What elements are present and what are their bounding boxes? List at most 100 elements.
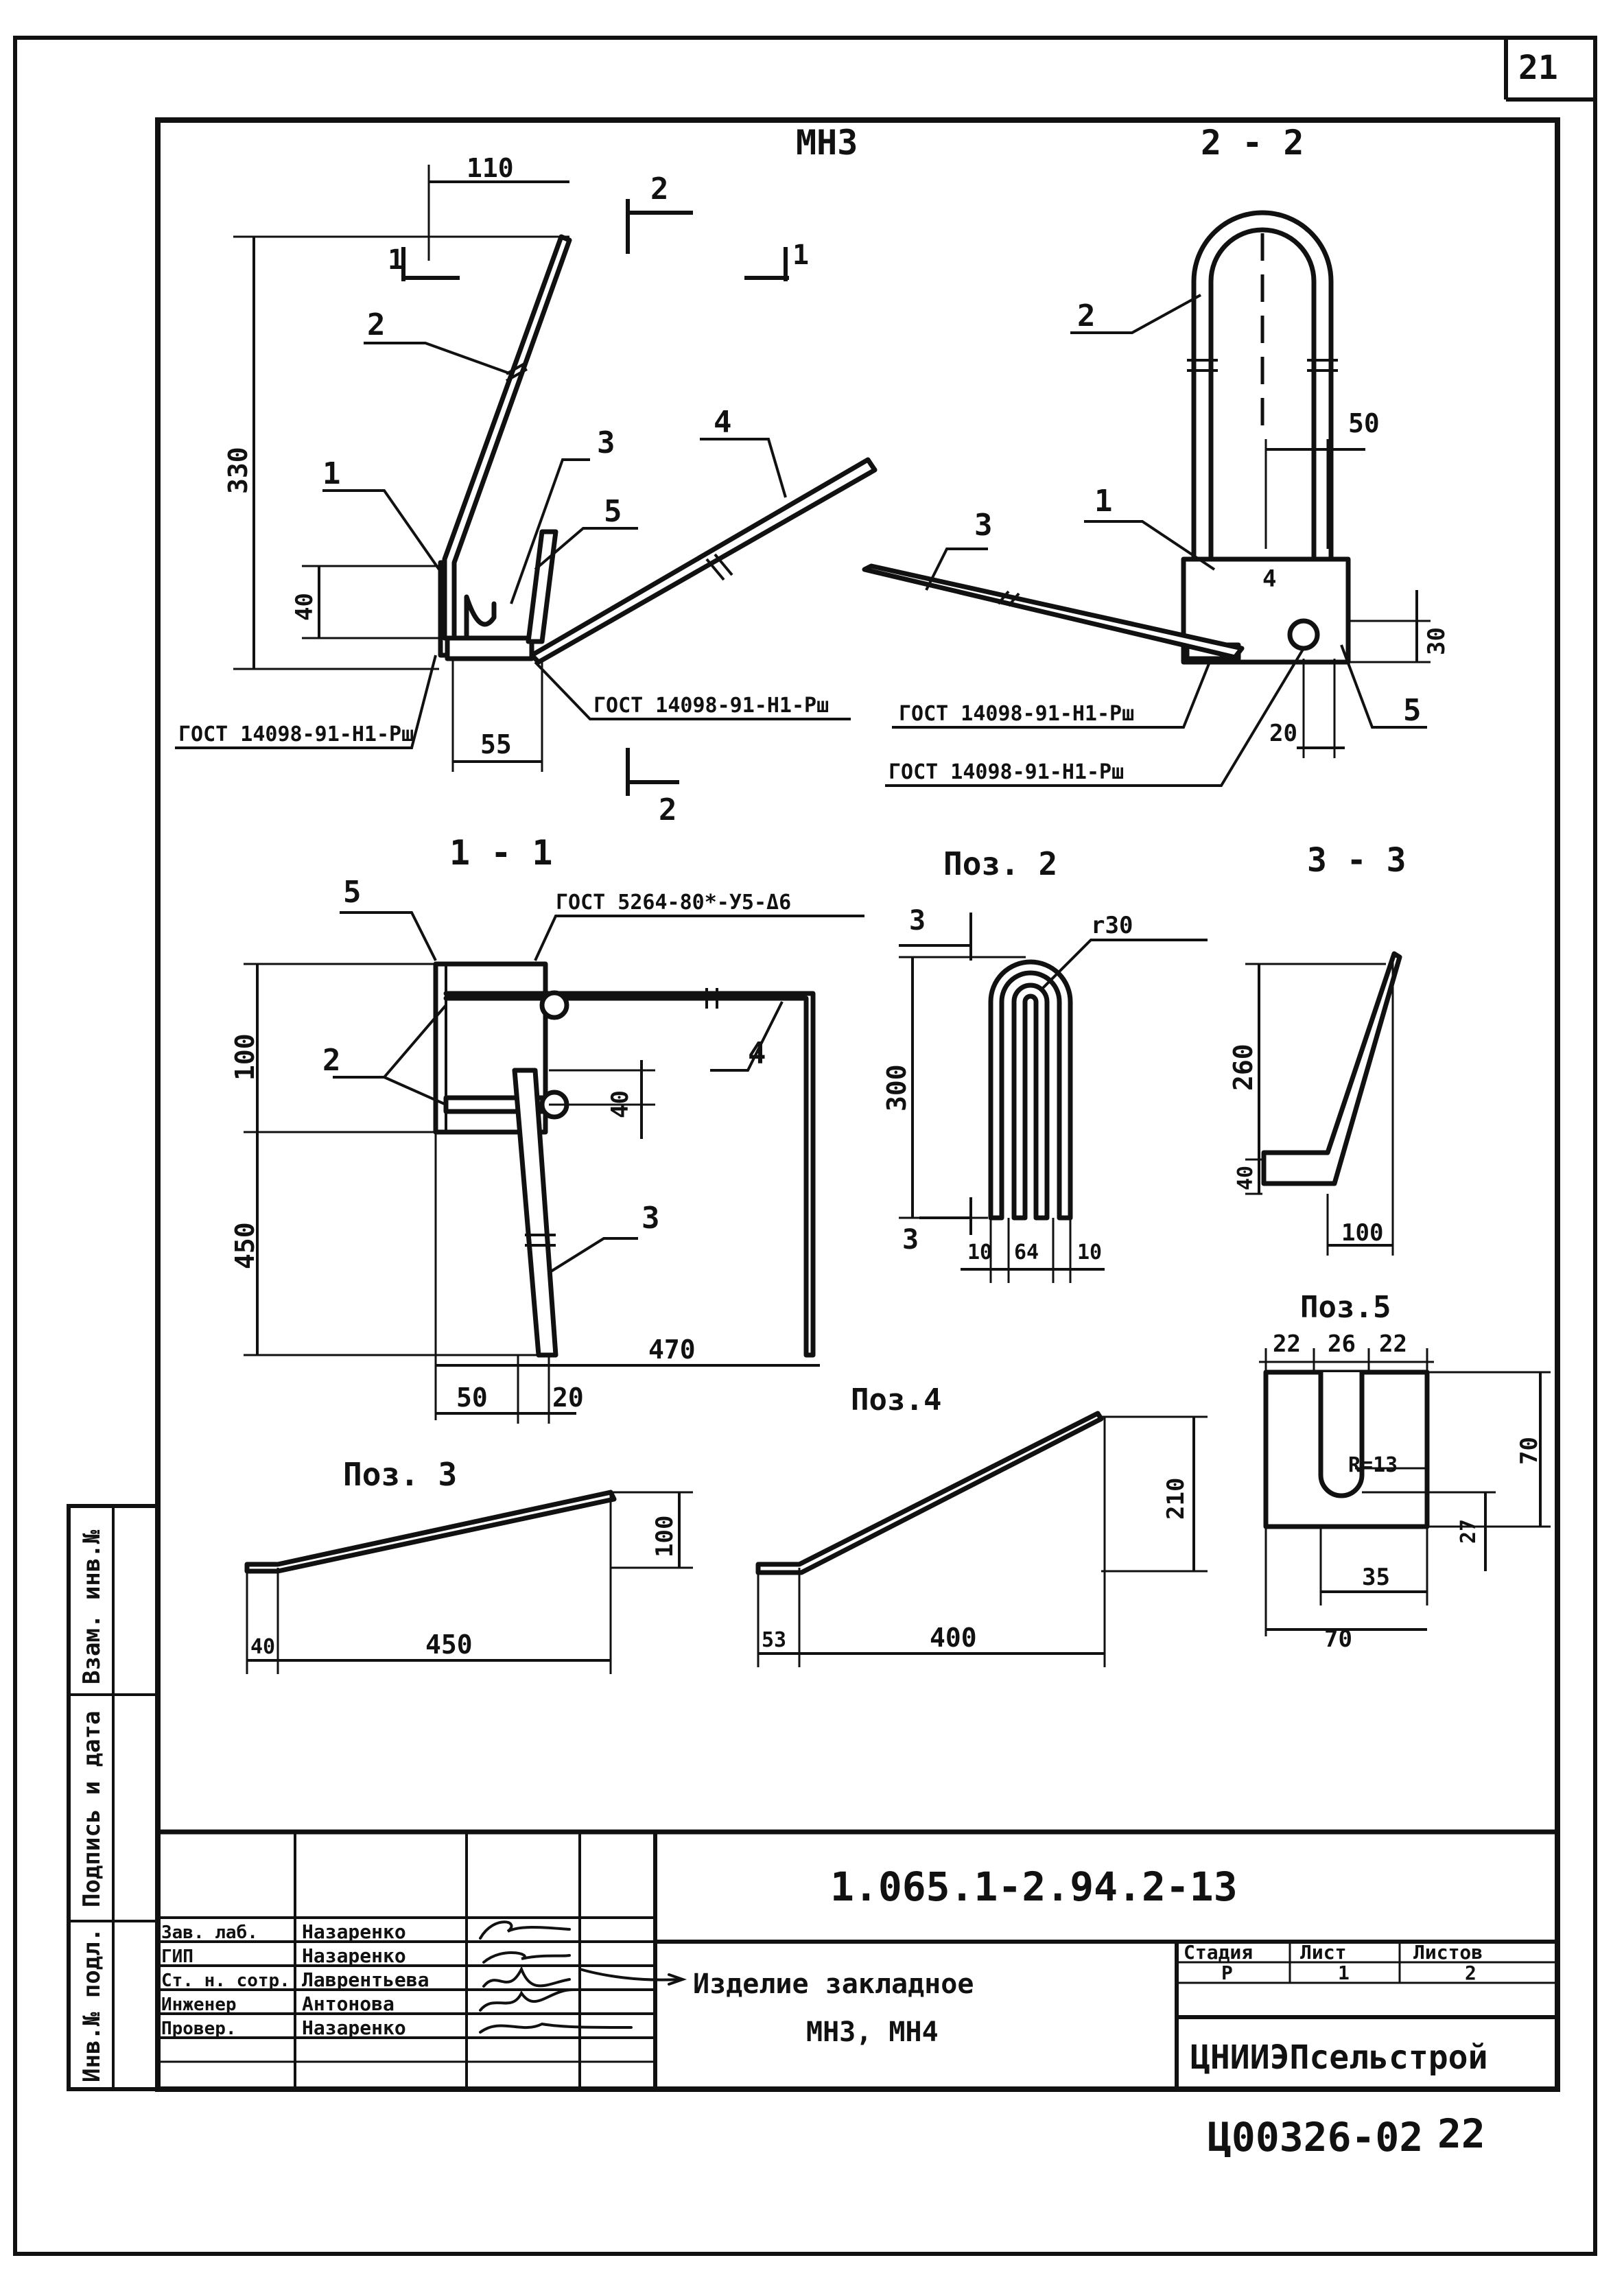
cut-1-right: 1: [792, 239, 809, 271]
view-pos5: Поз.5 22 26 22 R=13 70 27 35 70: [1259, 1290, 1551, 1653]
role-chief-engineer: ГИП: [161, 1946, 193, 1967]
document-designation: 1.065.1-2.94.2-13: [830, 1863, 1238, 1910]
section-1-1-dim-50: 50: [456, 1382, 488, 1413]
sheets-value: 2: [1465, 1962, 1476, 1984]
section-1-1-dim-450: 450: [230, 1222, 260, 1269]
archive-number: Ц00326-02: [1208, 2114, 1423, 2161]
name-engineer: Антонова: [302, 1992, 395, 2015]
name-chief-engineer: Назаренко: [302, 1944, 406, 1967]
pos5-dim-70-bottom: 70: [1324, 1625, 1352, 1653]
archive-sheet: 22: [1437, 2110, 1485, 2157]
weld-note-2: ГОСТ 14098-91-Н1-Рш: [593, 694, 829, 718]
section-3-3-dim-260: 260: [1228, 1044, 1258, 1091]
sheet-value: 1: [1338, 1962, 1350, 1984]
role-head-of-lab: Зав. лаб.: [161, 1922, 258, 1943]
pos2-title: Поз. 2: [943, 845, 1057, 882]
pos3-dim-40: 40: [250, 1635, 275, 1659]
sheets-label: Листов: [1413, 1941, 1483, 1964]
weld-note-1: ГОСТ 14098-91-Н1-Рш: [178, 722, 414, 746]
section-1-1-callout-2: 2: [322, 1043, 341, 1078]
name-senior-researcher: Лаврентьева: [302, 1968, 429, 1991]
callout-4: 4: [714, 405, 732, 440]
section-3-3-dim-40: 40: [1234, 1166, 1258, 1190]
view-pos2: Поз. 2 300 3 3 r30 10 64 10: [882, 845, 1208, 1283]
view-pos3: Поз. 3 40 450 100: [244, 1456, 693, 1674]
section-2-2-dim-30: 30: [1423, 627, 1450, 655]
dim-40: 40: [291, 593, 318, 621]
pos5-dim-22-left: 22: [1273, 1330, 1301, 1358]
view-pos4: Поз.4 53 400 210: [755, 1382, 1208, 1667]
cut-2-bottom: 2: [659, 792, 677, 827]
title-block: Зав. лаб. ГИП Ст. н. сотр. Инженер Прове…: [158, 1829, 1557, 2089]
product-name-line1: Изделие закладное: [693, 1968, 974, 2000]
section-2-2-callout-1: 1: [1094, 484, 1113, 519]
pos3-dim-450: 450: [425, 1629, 473, 1660]
pos2-dim-10-left: 10: [967, 1240, 992, 1264]
name-head-of-lab: Назаренко: [302, 1920, 406, 1943]
stage-value: Р: [1221, 1962, 1233, 1984]
organization-name: ЦНИИЭПсельстрой: [1190, 2038, 1487, 2077]
page-number: 21: [1518, 49, 1558, 87]
cut-2-top: 2: [650, 172, 669, 207]
pos4-dim-210: 210: [1162, 1478, 1190, 1520]
pos2-radius-30: r30: [1091, 912, 1133, 939]
pos5-dim-26: 26: [1328, 1330, 1356, 1358]
section-1-1-dim-40: 40: [607, 1090, 634, 1118]
section-1-1-title: 1 - 1: [449, 833, 553, 873]
dim-110: 110: [467, 153, 514, 183]
section-2-2-dim-20: 20: [1269, 720, 1297, 747]
pos4-dim-53: 53: [762, 1628, 786, 1652]
section-1-1-dim-100: 100: [230, 1033, 260, 1081]
pos4-title: Поз.4: [851, 1382, 941, 1417]
pos2-dim-10-right: 10: [1077, 1240, 1102, 1264]
section-2-2-title: 2 - 2: [1201, 123, 1304, 163]
side-stamp-replaced-inv: Взам. инв.№: [78, 1529, 106, 1684]
section-2-2-callout-4: 4: [1262, 565, 1276, 593]
section-1-1-callout-4: 4: [748, 1036, 766, 1071]
callout-3: 3: [597, 425, 615, 460]
section-1-1-callout-3: 3: [642, 1201, 660, 1236]
name-checker: Назаренко: [302, 2016, 406, 2039]
view-section-2-2: 2 - 2 2 1 3 4 5 50 30 20: [862, 123, 1450, 787]
outer-frame: 21: [13, 36, 1597, 2256]
pos2-cut-3-top: 3: [909, 905, 926, 937]
dim-55: 55: [480, 729, 512, 760]
callout-5: 5: [604, 494, 622, 529]
side-stamp: Взам. инв.№ Подпись и дата Инв.№ подл.: [67, 1504, 160, 2091]
pos2-cut-3-bottom: 3: [902, 1224, 919, 1256]
main-title: МН3: [796, 123, 858, 163]
side-stamp-signature-date: Подпись и дата: [78, 1710, 106, 1907]
section-3-3-dim-100: 100: [1341, 1219, 1383, 1247]
section-2-2-callout-5: 5: [1403, 693, 1422, 728]
pos3-dim-100: 100: [651, 1516, 679, 1557]
weld-note-4: ГОСТ 14098-91-Н1-Рш: [889, 760, 1124, 784]
role-engineer: Инженер: [161, 1995, 237, 2015]
pos2-dim-64: 64: [1014, 1240, 1039, 1264]
pos5-dim-27: 27: [1457, 1519, 1481, 1544]
dim-330: 330: [223, 447, 253, 494]
pos3-title: Поз. 3: [343, 1456, 457, 1493]
cut-1-left: 1: [388, 244, 404, 276]
inner-frame: [155, 117, 1560, 2092]
section-3-3-title: 3 - 3: [1307, 841, 1407, 880]
view-section-1-1: 1 - 1 5 2 4 3 ГОСТ 5264-80*-У5-Δ6 100 45…: [230, 833, 864, 1424]
pos5-dim-70-right: 70: [1516, 1437, 1543, 1465]
pos4-dim-400: 400: [930, 1623, 977, 1653]
section-2-2-dim-50: 50: [1348, 408, 1380, 438]
signatures: [479, 1920, 687, 2034]
weld-note-5: ГОСТ 5264-80*-У5-Δ6: [556, 891, 791, 915]
pos5-dim-22-right: 22: [1379, 1330, 1407, 1358]
pos2-dim-300: 300: [882, 1064, 912, 1111]
weld-note-3: ГОСТ 14098-91-Н1-Рш: [899, 702, 1134, 726]
role-checker: Провер.: [161, 2019, 237, 2039]
product-name-line2: МН3, МН4: [806, 2016, 939, 2048]
section-2-2-callout-2: 2: [1077, 298, 1096, 333]
section-2-2-callout-3: 3: [974, 508, 993, 543]
callout-1: 1: [322, 456, 341, 491]
pos5-title: Поз.5: [1300, 1290, 1391, 1325]
section-1-1-callout-5: 5: [343, 875, 362, 910]
role-senior-researcher: Ст. н. сотр.: [161, 1970, 290, 1991]
side-stamp-inv-original: Инв.№ подл.: [78, 1928, 106, 2082]
pos5-dim-35: 35: [1362, 1564, 1390, 1591]
